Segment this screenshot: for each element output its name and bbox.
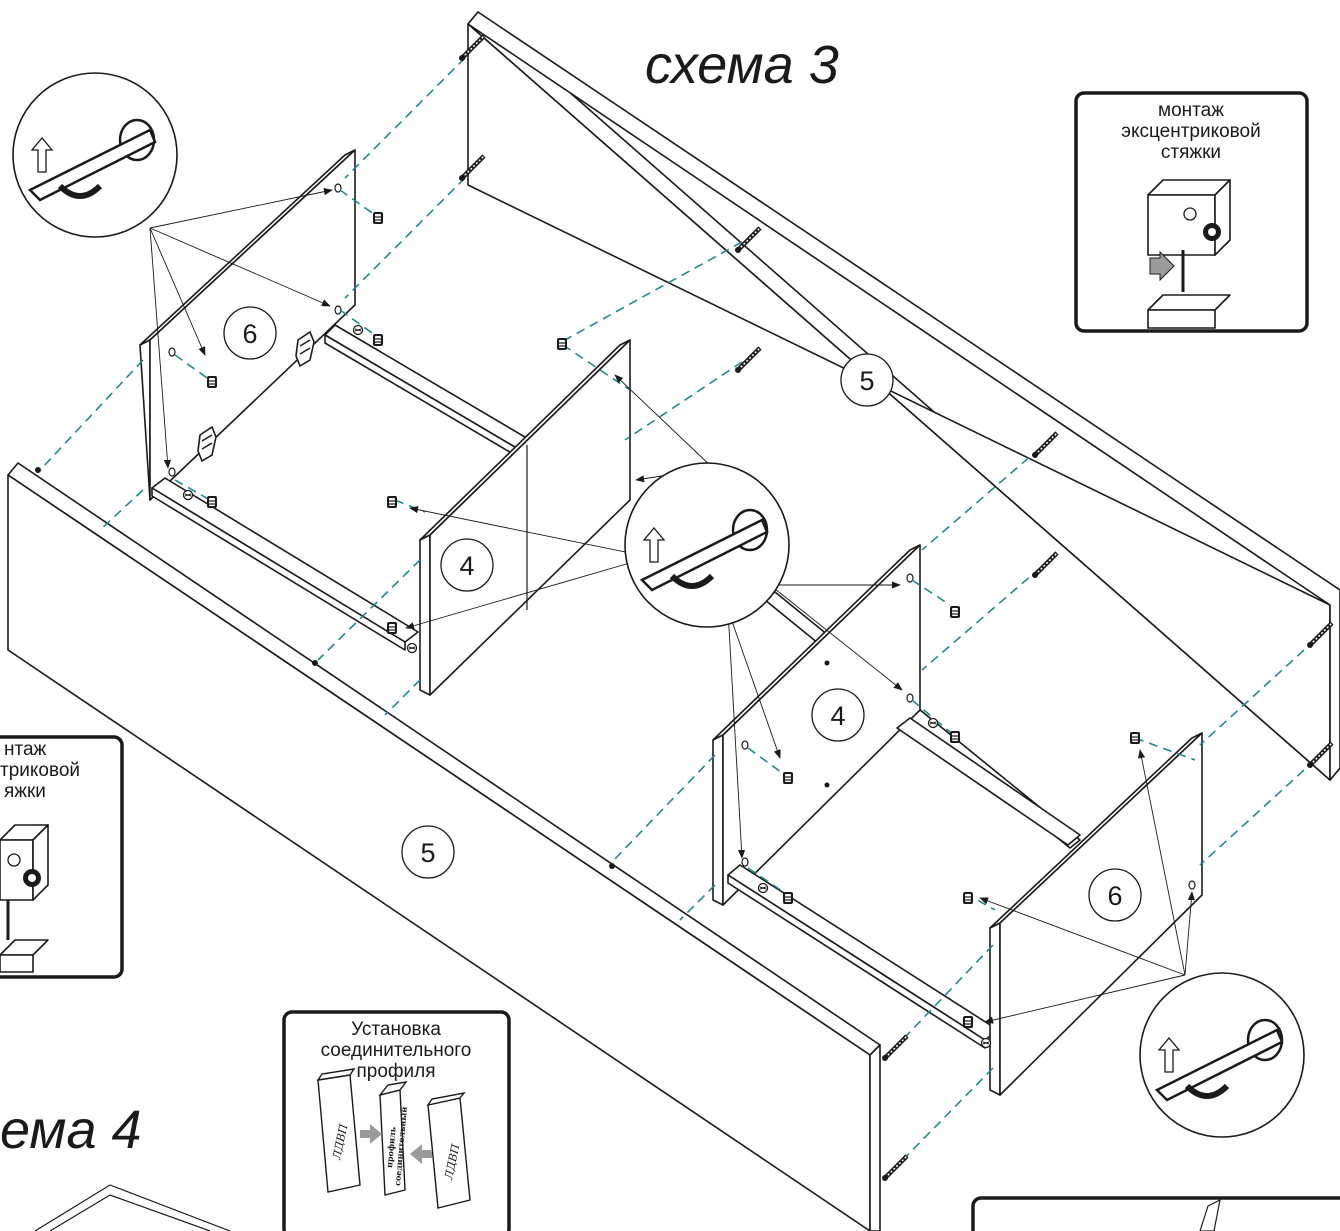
leader-lines [149, 188, 1195, 1024]
svg-text:5: 5 [859, 366, 874, 396]
scheme-4-title: ема 4 [0, 1100, 142, 1160]
cam-lock-icon [0, 824, 49, 973]
svg-text:нтаж: нтаж [4, 739, 47, 760]
shelf-rail-right-top [896, 717, 1081, 846]
svg-text:соединительного: соединительного [321, 1040, 472, 1061]
svg-text:профиль: профиль [384, 1126, 398, 1168]
screwdriver-detail-icon [1139, 972, 1305, 1138]
profile-panels-illustration: ЛДВП профиль соединительный ЛДВП [316, 1068, 471, 1209]
svg-text:6: 6 [242, 319, 257, 349]
hinge-brackets [197, 330, 315, 463]
scheme-3-title: схема 3 [645, 35, 839, 95]
eccentric-tie-box-left: нтаж триковой яжки [0, 735, 124, 979]
part-label-4-left: 4 [440, 538, 494, 592]
shelf-rail-left [151, 477, 419, 651]
part-label-6-left: 6 [223, 306, 277, 360]
svg-text:монтаж: монтаж [1158, 100, 1224, 121]
cam-lock-icon [1147, 179, 1231, 329]
back-panel-5 [467, 11, 1340, 781]
part-label-5-front: 5 [401, 825, 455, 879]
back-rail-left [324, 324, 531, 459]
screwdriver-detail-icon [12, 72, 178, 238]
profile-install-box: Установка соединительного профиля ЛДВП п… [282, 1010, 511, 1231]
instruction-box-bottom-right [971, 1196, 1340, 1231]
confirmat-screws [35, 36, 1332, 1181]
part-label-6-right: 6 [1088, 868, 1142, 922]
scheme-4-partial-drawing [34, 1184, 231, 1231]
svg-text:Установка: Установка [351, 1019, 441, 1040]
svg-text:стяжки: стяжки [1161, 142, 1221, 163]
svg-text:4: 4 [459, 551, 474, 581]
svg-text:5: 5 [420, 838, 435, 868]
svg-text:триковой: триковой [0, 760, 80, 781]
eccentric-tie-box-right: монтаж эксцентриковой стяжки [1074, 91, 1309, 333]
svg-text:6: 6 [1107, 881, 1122, 911]
screwdriver-detail-icon [624, 462, 790, 628]
svg-text:эксцентриковой: эксцентриковой [1121, 121, 1261, 142]
svg-text:яжки: яжки [4, 781, 46, 802]
svg-text:профиля: профиля [356, 1061, 435, 1082]
svg-text:4: 4 [830, 701, 845, 731]
part-label-5-back: 5 [840, 353, 894, 407]
part-label-4-right: 4 [811, 688, 865, 742]
